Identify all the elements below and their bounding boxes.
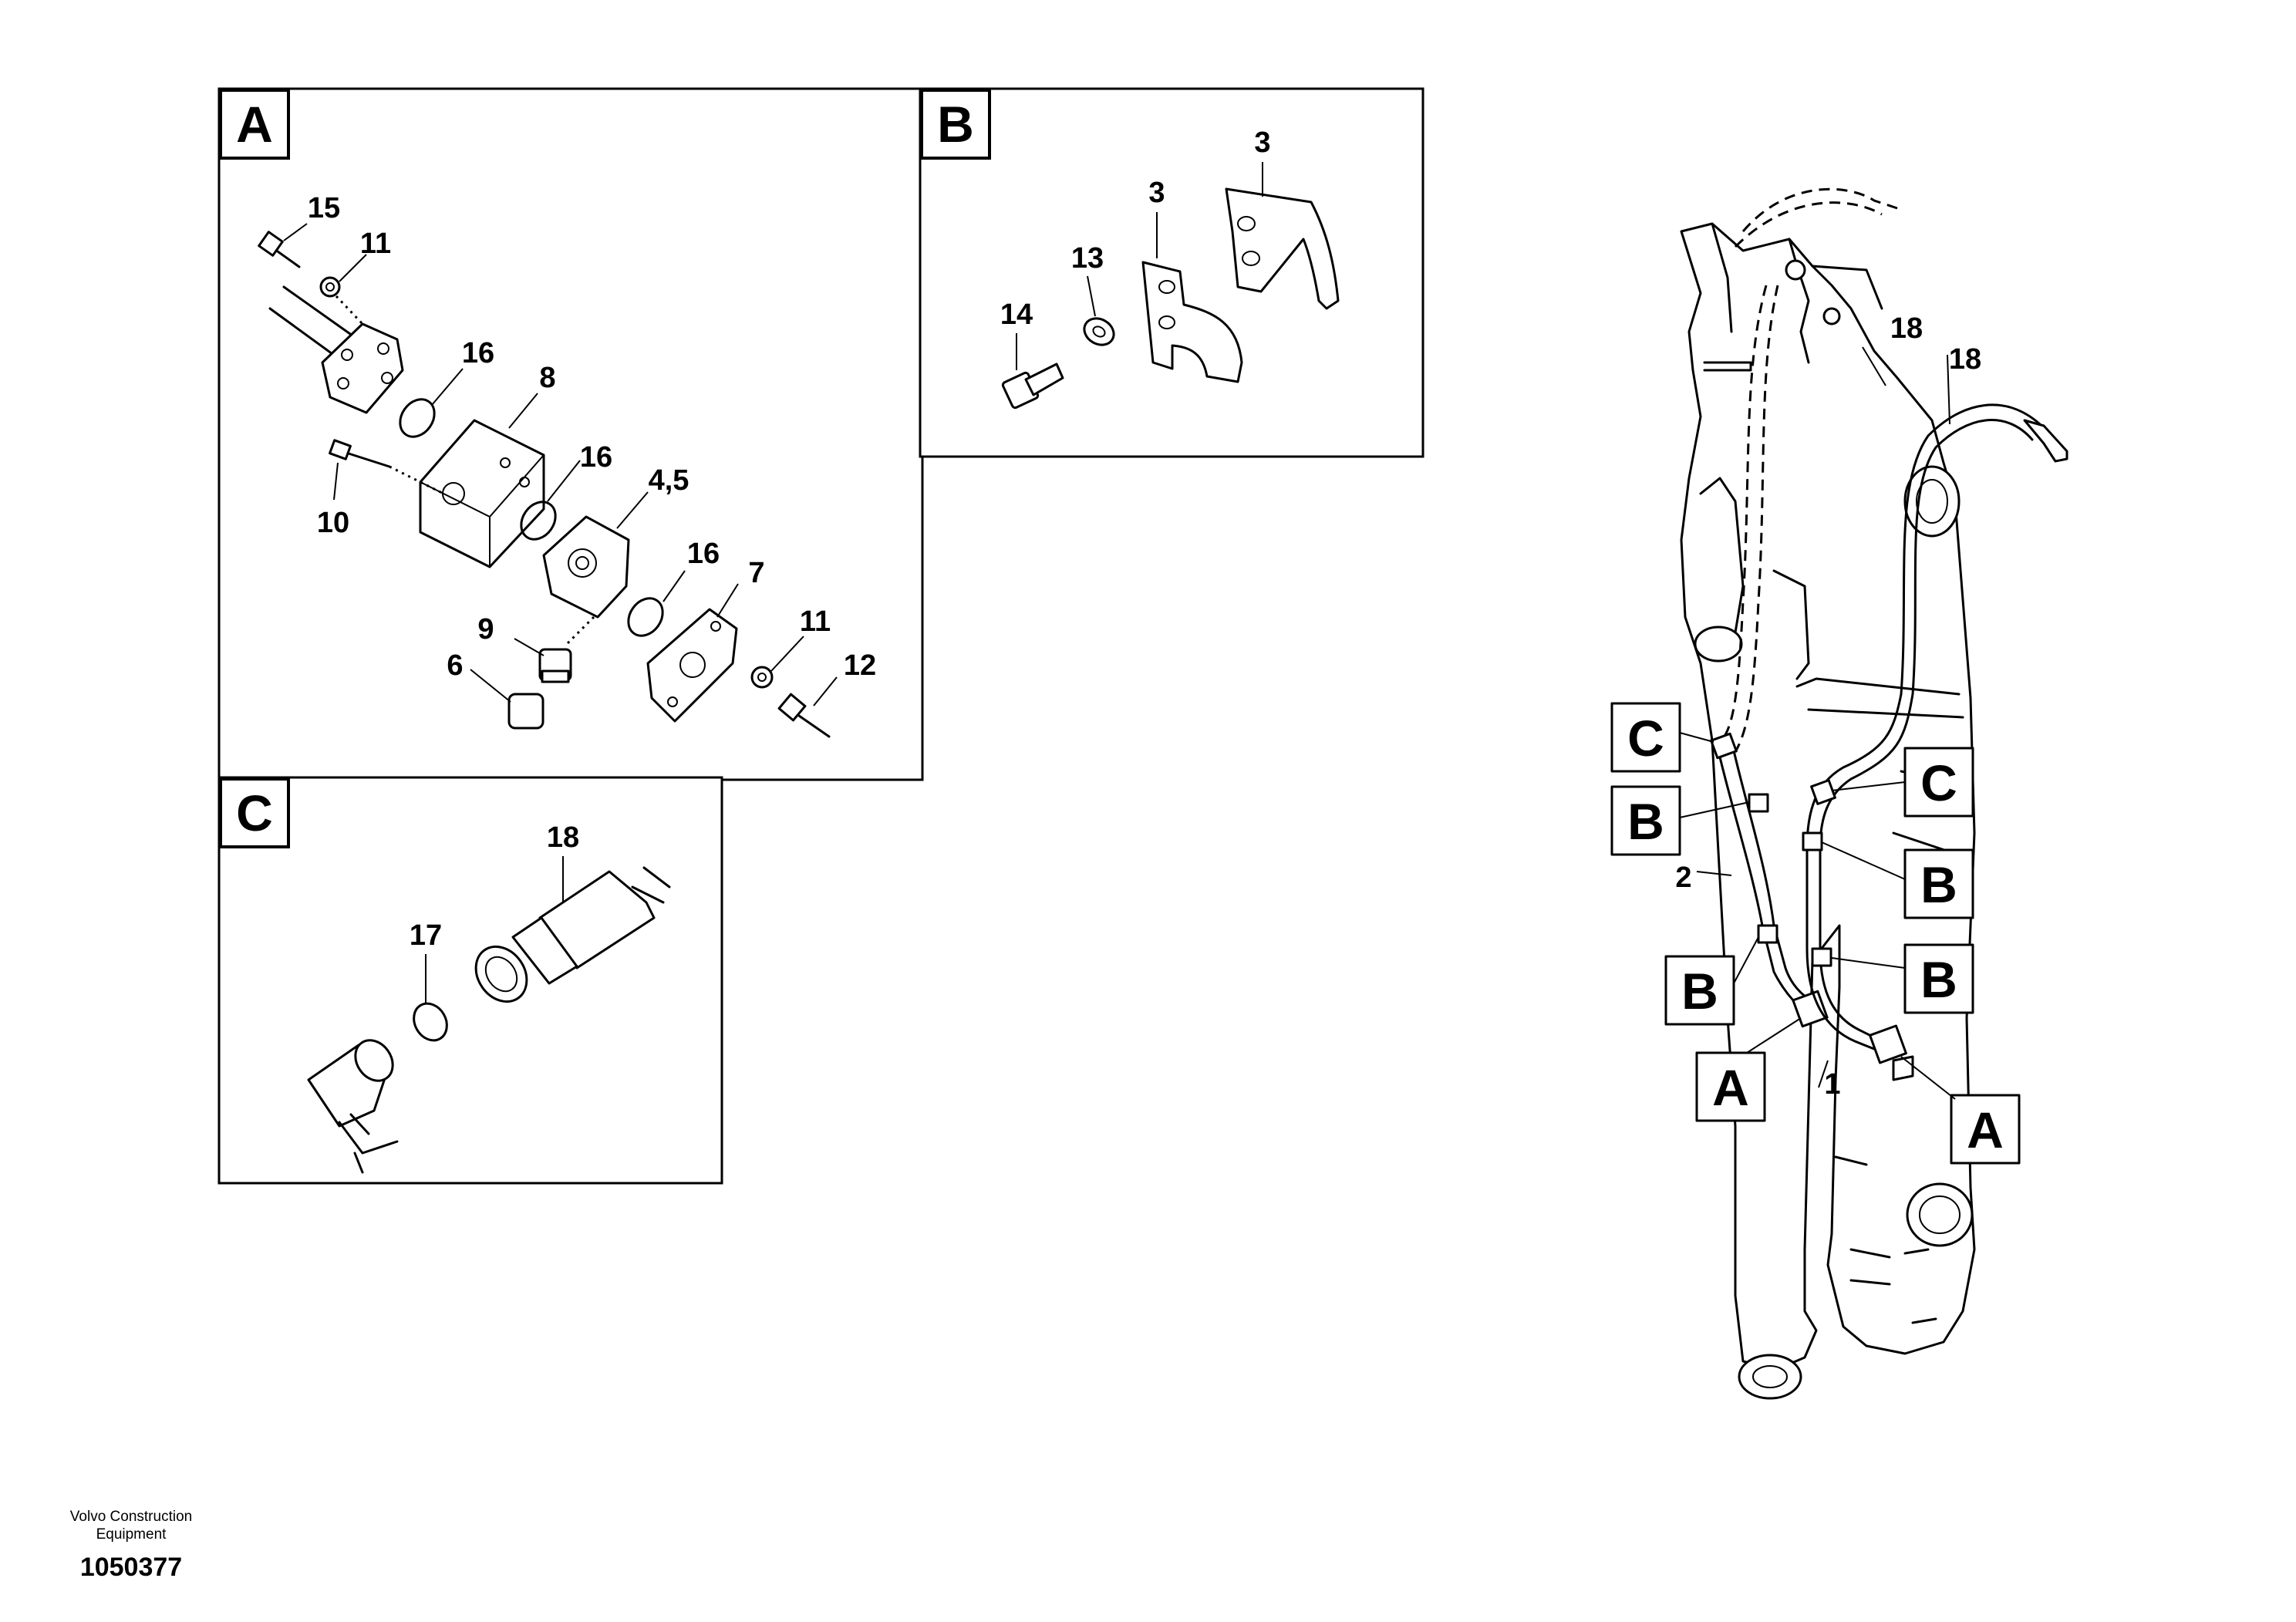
ref-b-left-1: B [1627, 793, 1664, 850]
callout-3-right: 3 [1254, 126, 1270, 159]
adapter-part-4-5 [542, 515, 630, 619]
callout-16-2: 16 [580, 441, 612, 474]
panel-c: C 18 17 [217, 776, 723, 1185]
flange-part [321, 322, 404, 414]
callout-7: 7 [748, 557, 764, 589]
ref-c-left: C [1627, 710, 1664, 767]
clamp-part-3-right [1225, 187, 1340, 310]
ref-b-right-1: B [1920, 856, 1957, 913]
brand-line-2: Equipment [96, 1526, 167, 1543]
boom-annotations: 18 18 2 1 C C B B B B A A [1610, 312, 2021, 1165]
panel-a: A [217, 87, 924, 781]
callout-11-bottom: 11 [800, 605, 831, 638]
panel-a-label: A [236, 96, 273, 153]
drawing-number: 1050377 [79, 1553, 183, 1582]
callout-18-detail: 18 [547, 821, 579, 854]
panel-c-label: C [236, 784, 273, 841]
bolt-part-10 [329, 439, 444, 495]
elbow-fitting-part [307, 1039, 399, 1174]
panel-b-label: B [937, 96, 974, 153]
ref-a-left: A [1712, 1059, 1749, 1116]
callout-17: 17 [410, 919, 442, 952]
hose-1-solid [1802, 403, 2068, 1064]
hose-2-dashed [1710, 187, 1898, 1028]
clamp-part-3-left [1141, 261, 1243, 383]
callout-18-boom-left: 18 [1890, 312, 1923, 345]
callout-4-5: 4,5 [649, 464, 689, 497]
footer: Volvo Construction Equipment 1050377 [31, 1508, 231, 1583]
callout-6: 6 [447, 649, 463, 682]
ref-c-right: C [1920, 754, 1957, 811]
panel-b: B 14 13 3 3 [919, 87, 1424, 458]
callout-16-1: 16 [462, 337, 494, 369]
callout-2: 2 [1675, 862, 1691, 894]
callout-13: 13 [1071, 242, 1104, 275]
bolt-part-14 [1001, 363, 1064, 410]
bolt-part-15 [258, 231, 301, 268]
callout-11-top: 11 [360, 228, 391, 260]
ref-b-left-2: B [1681, 963, 1718, 1020]
callout-10: 10 [317, 507, 349, 539]
callout-12: 12 [844, 649, 876, 682]
ref-a-right: A [1967, 1101, 2004, 1158]
callout-1: 1 [1824, 1068, 1840, 1101]
callout-18-boom-right: 18 [1949, 343, 1981, 376]
callout-3-left: 3 [1148, 177, 1165, 209]
boom-illustration [1680, 222, 1976, 1400]
callout-14: 14 [1000, 298, 1033, 331]
hose-part-18 [474, 866, 671, 1003]
block-part-8 [419, 419, 545, 568]
ref-b-right-2: B [1920, 951, 1957, 1008]
callout-8: 8 [539, 362, 555, 394]
callout-15: 15 [308, 192, 340, 224]
callout-9: 9 [477, 613, 494, 646]
callout-16-3: 16 [687, 538, 720, 570]
brand-line-1: Volvo Construction [69, 1509, 193, 1525]
flange-part-7 [646, 608, 738, 723]
